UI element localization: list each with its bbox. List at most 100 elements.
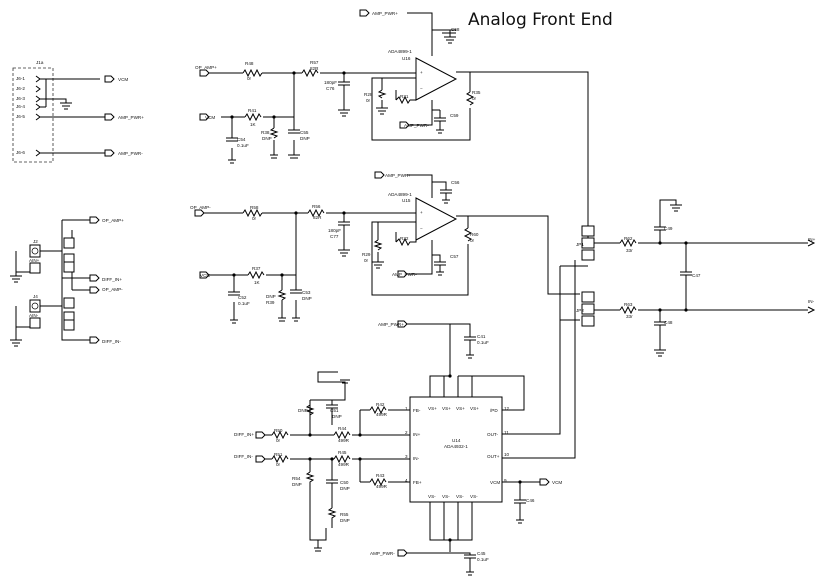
- net-label-vcm-connector: VCM: [118, 77, 128, 82]
- cap-c53-ref: C53: [302, 290, 311, 295]
- opamp-u16-inp: +: [420, 70, 423, 75]
- sma-ref-j2: J2: [33, 239, 38, 244]
- opamp-u16-stage: AMP_PWR+ C58 OP_AMP+ R48 0r R57 82R 180p…: [195, 9, 589, 238]
- diffamp-num-12: 12: [504, 406, 510, 411]
- resistor-r51-ref: R51: [274, 452, 283, 457]
- sma-ref-j4: J4: [33, 294, 38, 299]
- diffamp-num-9: 9: [504, 478, 507, 483]
- net-label-amp-pwr-pos-connector: AMP_PWR+: [118, 115, 144, 120]
- resistor-r56-ref: R56: [312, 204, 321, 209]
- net-label-out-neg: IN-: [808, 299, 815, 304]
- diffamp-pin-vs-neg-1: VS-: [428, 494, 436, 499]
- resistor-r28-ref: R28: [364, 92, 373, 97]
- diffamp-pin-in-pos: IN+: [413, 432, 421, 437]
- connector-pin-2: J6-2: [16, 86, 25, 91]
- resistor-r28-value: 0r: [366, 98, 371, 103]
- resistor-r63-value: 33r: [626, 314, 633, 319]
- resistor-r58-value: 0r: [252, 216, 257, 221]
- diffamp-num-3: 3: [405, 454, 408, 459]
- resistor-r50-value: 0r: [276, 438, 281, 443]
- net-label-amp-pwr-neg-connector: AMP_PWR-: [118, 151, 143, 156]
- resistor-r37-ref: R37: [252, 266, 261, 271]
- cap-c55-ref: C55: [300, 130, 309, 135]
- net-label-vcm-u15: VCM: [200, 273, 210, 278]
- connector-pin-1: J6-1: [16, 76, 25, 81]
- sma-input-ain-pos: J2 AIN+ OP_AMP+ DIFF_IN+: [15, 216, 124, 291]
- diffamp-pin-vcm: VCM: [490, 480, 500, 485]
- resistor-r54-value: DNP: [292, 482, 302, 487]
- cap-c50-ref: C50: [340, 480, 349, 485]
- cap-c41-value: 0.1uF: [477, 340, 489, 345]
- net-label-out-pos: IN+: [808, 237, 816, 242]
- net-label-op-amp-pos-sma: OP_AMP+: [102, 218, 124, 223]
- net-label-vcm-u16: VCM: [205, 115, 215, 120]
- net-label-amp-pwr-pos-u16: AMP_PWR+: [372, 11, 398, 16]
- sma-input-ain-neg: J4 AIN- OP_AMP- DIFF_IN-: [10, 275, 123, 347]
- cap-c76-value: 180pF: [324, 80, 337, 85]
- connector-ref: J1a: [36, 60, 44, 65]
- cap-c54-value: 0.1uF: [237, 143, 249, 148]
- cap-c47-ref: C47: [692, 273, 701, 278]
- diffamp-u14-stage: U14 ADA4932-1 FB- IN+ IN- FB+ 1 2 3 4 /P…: [234, 266, 576, 576]
- sma-alt-ain-neg: AIN-: [29, 313, 39, 318]
- net-label-amp-pwr-pos-u15: AMP_PWR+: [385, 173, 411, 178]
- resistor-r44-ref: R44: [338, 426, 347, 431]
- diffamp-pin-out-neg: OUT-: [487, 432, 498, 437]
- diffamp-num-10: 10: [504, 452, 510, 457]
- diffamp-pin-pd: /PD: [490, 408, 498, 413]
- resistor-r60-ref: R60: [470, 232, 479, 237]
- net-label-vcm-u14: VCM: [552, 480, 562, 485]
- resistor-r41-ref: R41: [248, 108, 257, 113]
- net-label-diff-in-neg-sma: DIFF_IN-: [102, 339, 121, 344]
- opamp-u15-part: ADA4899-1: [388, 192, 412, 197]
- resistor-r50-ref: R50: [274, 428, 283, 433]
- cap-c52-value: 0.1uF: [238, 301, 250, 306]
- resistor-r48-value: 0r: [247, 76, 252, 81]
- diffamp-pin-in-neg: IN-: [413, 456, 420, 461]
- resistor-r58-ref: R58: [250, 205, 259, 210]
- cap-c50-value: DNP: [340, 486, 350, 491]
- resistor-r63-ref: R63: [624, 302, 633, 307]
- cap-c51-ref: C51: [330, 408, 339, 413]
- resistor-r42-ref: R42: [376, 402, 385, 407]
- cap-c48-ref: C48: [664, 320, 673, 325]
- cap-c51-value: DNP: [332, 414, 342, 419]
- cap-c45-ref: C45: [477, 551, 486, 556]
- resistor-r35-ref: R35: [472, 90, 481, 95]
- resistor-r43-value: 499R: [376, 484, 388, 489]
- net-label-amp-pwr-neg-u15: AMP_PWR-: [392, 272, 417, 277]
- resistor-r32-ref: R32: [400, 236, 409, 241]
- cap-c41-ref: C41: [477, 334, 486, 339]
- opamp-u15-stage: AMP_PWR+ C56 OP_AMP- R58 0r R56 82R 180p…: [190, 171, 580, 324]
- cap-c57-ref: C57: [450, 254, 459, 259]
- diffamp-num-2: 2: [405, 430, 408, 435]
- resistor-r62-ref: R62: [624, 236, 633, 241]
- diffamp-pin-fb-pos: FB+: [413, 480, 422, 485]
- junction-dots: [230, 71, 688, 542]
- diffamp-pin-vs-neg-4: VS-: [470, 494, 478, 499]
- diffamp-part: ADA4932-1: [444, 444, 468, 449]
- resistor-r37-value: 1K: [254, 280, 261, 285]
- connector-pin-3: J6-3: [16, 96, 25, 101]
- diffamp-pin-vs-pos-1: VS+: [428, 406, 437, 411]
- resistor-r60-value: 0r: [470, 238, 475, 243]
- resistor-r48-ref: R48: [245, 61, 254, 66]
- diffamp-pin-vs-pos-4: VS+: [470, 406, 479, 411]
- resistor-r38-ref: R38: [261, 130, 270, 135]
- resistor-r38-value: DNP: [262, 136, 272, 141]
- resistor-r55-ref: R55: [340, 512, 349, 517]
- opamp-u16-inn: −: [420, 86, 423, 91]
- diffamp-pin-vs-neg-2: VS-: [442, 494, 450, 499]
- output-filter: JP1 JP2 R62 33r R63 33r C49 C47 C48 IN+ …: [559, 199, 816, 357]
- diffamp-num-1: 1: [405, 406, 408, 411]
- sma-alt-ain-pos: AIN+: [29, 258, 40, 263]
- opamp-u15-ref: U15: [402, 198, 411, 203]
- resistor-r45-ref: R45: [338, 450, 347, 455]
- resistor-r56-value: 82R: [313, 215, 322, 220]
- opamp-u16-ref: U16: [402, 56, 411, 61]
- resistor-r62-value: 33r: [626, 248, 633, 253]
- net-label-diff-in-neg-u14: DIFF_IN-: [234, 454, 253, 459]
- resistor-r51-value: 0r: [276, 462, 281, 467]
- cap-c76-ref: C76: [326, 86, 335, 91]
